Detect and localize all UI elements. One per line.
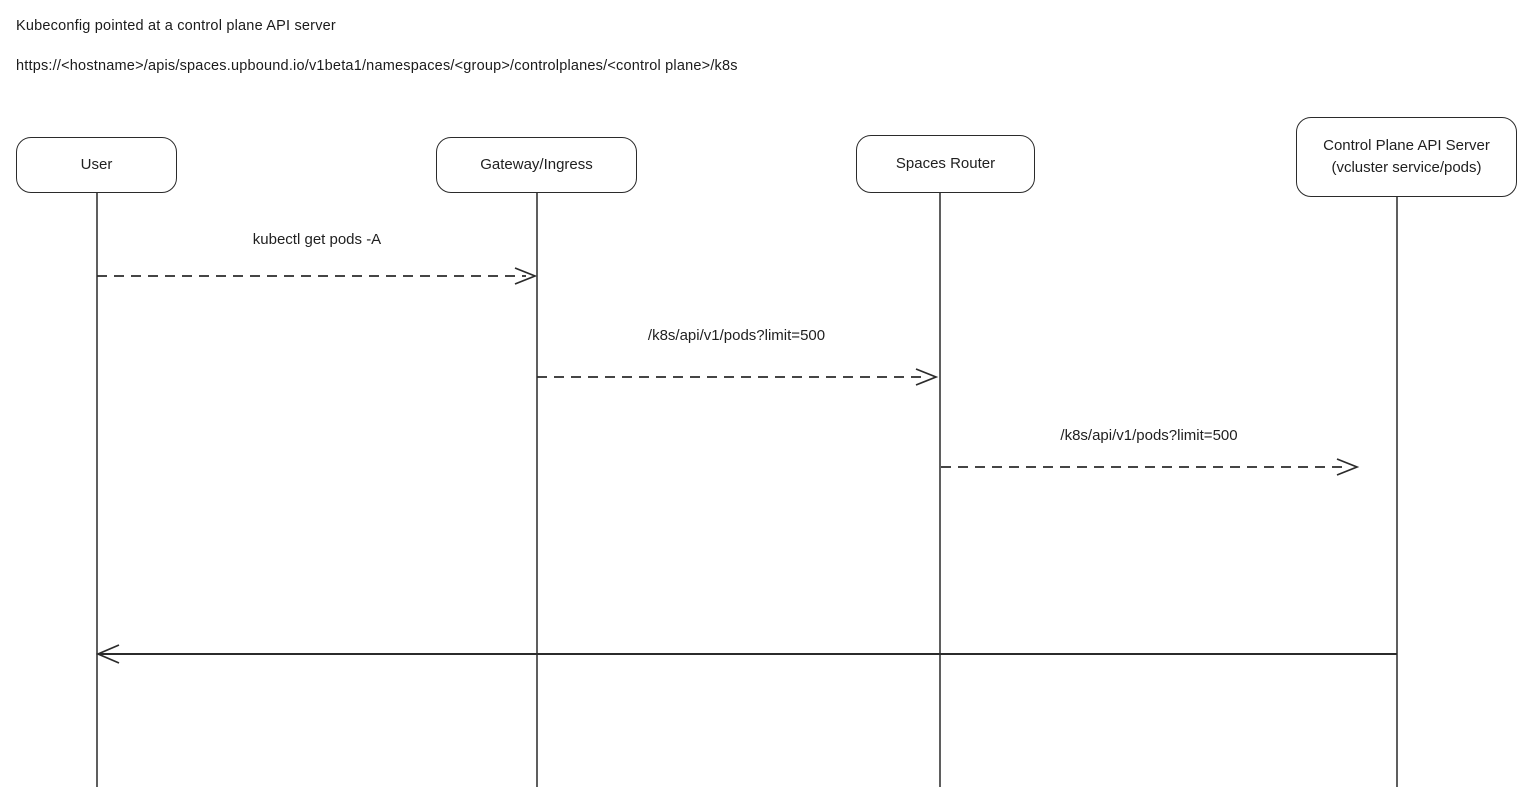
arrowhead-right-icon	[514, 267, 538, 285]
arrowhead-right-icon	[1336, 458, 1360, 476]
api-url-text: https://<hostname>/apis/spaces.upbound.i…	[16, 58, 738, 74]
message-label-k8s-api-2: /k8s/api/v1/pods?limit=500	[1060, 427, 1238, 444]
actor-box-gateway-ingress: Gateway/Ingress	[436, 137, 637, 193]
actor-sublabel: (vcluster service/pods)	[1331, 159, 1482, 176]
arrowhead-left-icon	[95, 644, 120, 664]
message-label-kubectl: kubectl get pods -A	[252, 231, 382, 248]
arrowhead-right-icon	[915, 368, 939, 386]
actor-box-user: User	[16, 137, 177, 193]
actor-label: Control Plane API Server	[1323, 137, 1490, 154]
actor-box-control-plane-api-server: Control Plane API Server (vcluster servi…	[1296, 117, 1517, 197]
page-title: Kubeconfig pointed at a control plane AP…	[16, 18, 336, 34]
actor-label: User	[80, 156, 113, 173]
actor-label: Spaces Router	[895, 155, 996, 172]
actor-label: Gateway/Ingress	[480, 156, 593, 173]
message-label-k8s-api-1: /k8s/api/v1/pods?limit=500	[647, 327, 826, 344]
actor-box-spaces-router: Spaces Router	[856, 135, 1035, 193]
